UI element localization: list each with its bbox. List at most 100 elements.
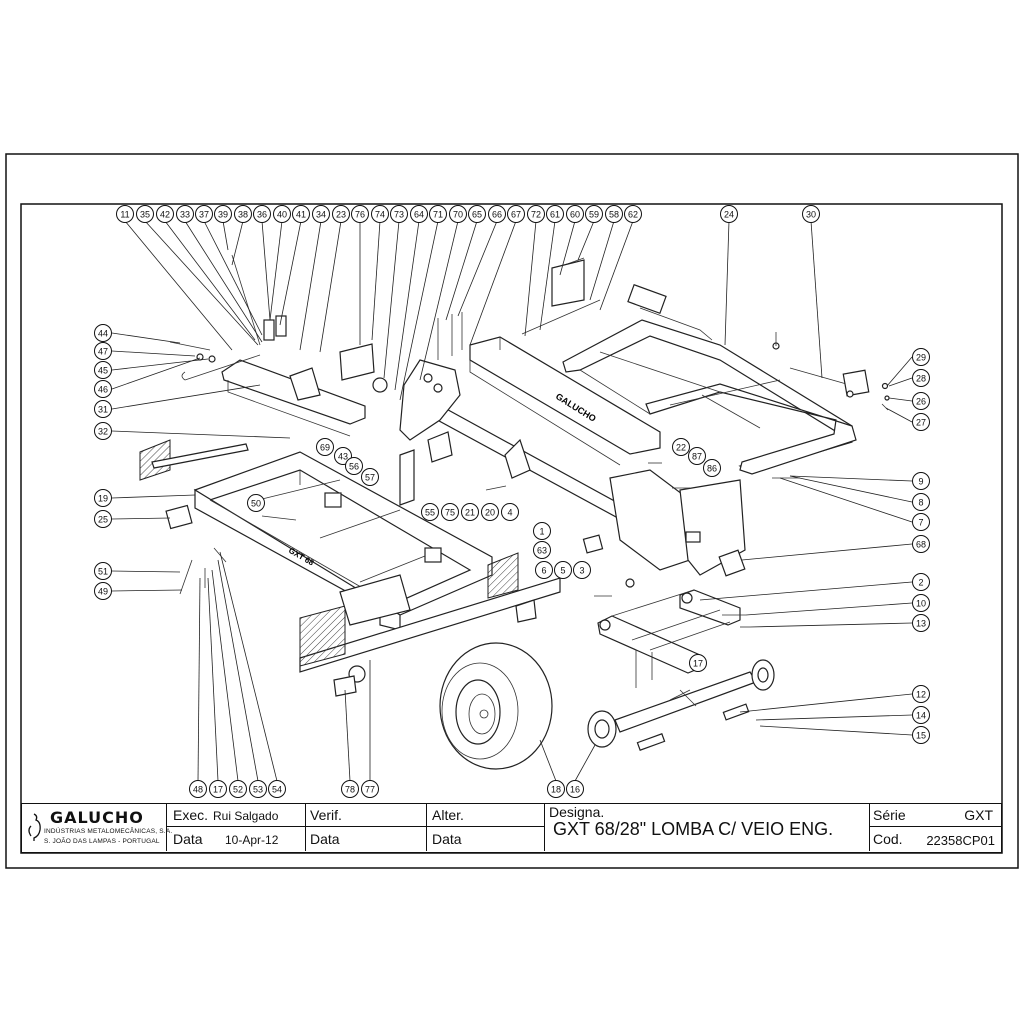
balloon-62 xyxy=(624,205,642,223)
balloon-label-49: 49 xyxy=(98,587,108,597)
balloon-21 xyxy=(461,503,479,521)
drawing-frame xyxy=(20,203,1003,854)
balloon-label-40: 40 xyxy=(277,210,287,220)
balloon-63 xyxy=(533,541,551,559)
balloon-label-23: 23 xyxy=(336,210,346,220)
balloon-label-25: 25 xyxy=(98,515,108,525)
linkage-parts xyxy=(169,254,800,707)
balloon-4 xyxy=(501,503,519,521)
balloon-24 xyxy=(720,205,738,223)
balloon-18 xyxy=(547,780,565,798)
rooster-icon xyxy=(28,813,41,841)
balloon-label-20: 20 xyxy=(485,508,495,518)
balloon-48 xyxy=(189,780,207,798)
balloon-16 xyxy=(566,780,584,798)
balloon-86 xyxy=(703,459,721,477)
leader-lines xyxy=(111,220,913,782)
balloon-label-44: 44 xyxy=(98,329,108,339)
data-value: 10-Apr-12 xyxy=(225,833,279,847)
bracket-part-25 xyxy=(165,504,193,530)
exec-value: Rui Salgado xyxy=(213,809,279,823)
balloon-label-55: 55 xyxy=(425,508,435,518)
balloon-label-31: 31 xyxy=(98,405,108,415)
balloon-label-30: 30 xyxy=(806,210,816,220)
side-skid-part-77 xyxy=(299,552,561,697)
balloon-label-48: 48 xyxy=(193,785,203,795)
balloon-label-46: 46 xyxy=(98,385,108,395)
balloon-label-73: 73 xyxy=(394,210,404,220)
balloon-label-36: 36 xyxy=(257,210,267,220)
balloon-label-68: 68 xyxy=(916,540,926,550)
balloon-label-11: 11 xyxy=(120,210,129,220)
balloon-23 xyxy=(332,205,350,223)
balloon-label-43: 43 xyxy=(338,452,348,462)
balloon-72 xyxy=(527,205,545,223)
balloon-label-29: 29 xyxy=(916,353,926,363)
balloon-31 xyxy=(94,400,112,418)
balloon-41 xyxy=(292,205,310,223)
balloon-5 xyxy=(554,561,572,579)
balloon-label-67: 67 xyxy=(511,210,521,220)
balloon-label-38: 38 xyxy=(238,210,248,220)
balloon-label-4: 4 xyxy=(507,508,512,518)
part-63 xyxy=(582,534,604,554)
exec-label: Exec. xyxy=(173,807,209,823)
balloon-label-37: 37 xyxy=(199,210,209,220)
balloon-label-6: 6 xyxy=(541,566,546,576)
balloon-label-18: 18 xyxy=(551,785,561,795)
balloon-label-8: 8 xyxy=(918,498,923,508)
serie-value: GXT xyxy=(964,807,993,823)
balloon-66 xyxy=(488,205,506,223)
balloon-22 xyxy=(672,438,690,456)
cod-label: Cod. xyxy=(873,831,903,847)
balloon-label-54: 54 xyxy=(272,785,282,795)
balloon-75 xyxy=(441,503,459,521)
balloon-68 xyxy=(912,535,930,553)
balloon-77 xyxy=(361,780,379,798)
balloon-label-19: 19 xyxy=(98,494,108,504)
balloon-label-70: 70 xyxy=(453,210,463,220)
balloon-19 xyxy=(94,489,112,507)
balloon-label-42: 42 xyxy=(160,210,170,220)
verif-data-label: Data xyxy=(310,831,340,847)
balloon-14 xyxy=(912,706,930,724)
balloon-10 xyxy=(912,594,930,612)
balloon-label-60: 60 xyxy=(570,210,580,220)
balloon-73 xyxy=(390,205,408,223)
balloon-36 xyxy=(253,205,271,223)
company-name: GALUCHO xyxy=(50,808,144,827)
balloon-label-78: 78 xyxy=(345,785,355,795)
balloon-53 xyxy=(249,780,267,798)
alter-label: Alter. xyxy=(432,807,464,823)
balloon-label-35: 35 xyxy=(140,210,150,220)
balloon-67 xyxy=(507,205,525,223)
balloon-label-52: 52 xyxy=(233,785,243,795)
balloon-52 xyxy=(229,780,247,798)
balloon-label-76: 76 xyxy=(355,210,365,220)
balloon-label-63: 63 xyxy=(537,546,547,556)
balloon-50 xyxy=(247,494,265,512)
balloon-40 xyxy=(273,205,291,223)
balloon-label-64: 64 xyxy=(414,210,424,220)
balloon-56 xyxy=(345,457,363,475)
balloon-69 xyxy=(316,438,334,456)
balloon-2 xyxy=(912,573,930,591)
balloon-label-69: 69 xyxy=(320,443,330,453)
balloon-label-62: 62 xyxy=(628,210,638,220)
balloon-61 xyxy=(546,205,564,223)
verif-label: Verif. xyxy=(310,807,342,823)
balloon-1 xyxy=(533,522,551,540)
balloon-28 xyxy=(912,369,930,387)
balloon-45 xyxy=(94,361,112,379)
balloon-label-17: 17 xyxy=(693,659,703,669)
balloon-71 xyxy=(429,205,447,223)
lift-assembly-part-2 xyxy=(597,589,741,688)
balloon-label-56: 56 xyxy=(349,462,359,472)
rear-frame-part-24 xyxy=(562,283,857,475)
balloon-label-12: 12 xyxy=(916,690,926,700)
balloon-44 xyxy=(94,324,112,342)
balloon-label-59: 59 xyxy=(589,210,599,220)
designa-label: Designa. xyxy=(549,804,605,820)
arm-part-31 xyxy=(181,354,366,437)
data-label: Data xyxy=(173,831,203,847)
